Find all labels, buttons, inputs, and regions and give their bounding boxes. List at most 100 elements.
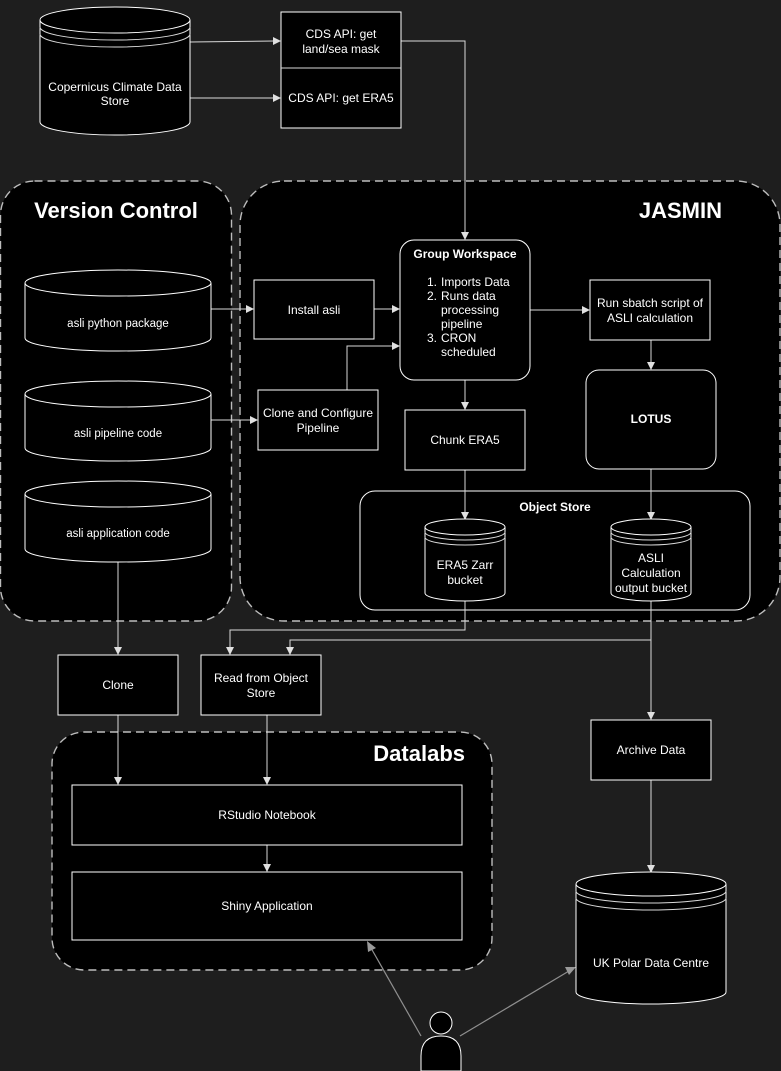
cylinder-ring <box>610 536 692 546</box>
edge-user-to-polar <box>459 970 570 1037</box>
clone-configure-label-1: Clone and Configure <box>263 406 373 420</box>
asli-output-label-3: output bucket <box>615 581 688 595</box>
lotus-container <box>585 369 717 470</box>
gw-item-1-number: 1. <box>427 275 437 289</box>
era5-zarr-label-2: bucket <box>447 573 483 587</box>
edge-output-to-read <box>289 600 652 648</box>
cylinder-body <box>24 394 212 462</box>
arrowhead <box>226 647 234 655</box>
cylinder-body <box>610 527 692 602</box>
clone-configure-box: Clone and Configure Pipeline <box>257 389 379 451</box>
clone-configure-label-2: Pipeline <box>297 421 340 435</box>
read-object-store-label-2: Store <box>247 686 276 700</box>
cylinder-ring <box>575 897 727 911</box>
read-object-store-container <box>200 654 322 716</box>
cylinder-top <box>24 380 212 408</box>
arrowhead <box>286 647 294 655</box>
arrowhead <box>647 362 655 370</box>
edge-clone-configure-to-workspace <box>346 345 393 390</box>
asli-output-label-1: ASLI <box>638 551 664 565</box>
cylinder-ring <box>424 536 506 546</box>
cylinder-body <box>575 884 727 1005</box>
archive-data-container <box>590 719 712 781</box>
copernicus-store: Copernicus Climate Data Store <box>39 6 191 136</box>
era5-zarr-bucket: ERA5 Zarr bucket <box>424 518 506 602</box>
cylinder-body <box>24 283 212 352</box>
rstudio-notebook-box: RStudio Notebook <box>71 784 463 846</box>
clone-label: Clone <box>102 678 134 692</box>
gw-item-2-line-3: pipeline <box>441 317 483 331</box>
read-object-store-box: Read from Object Store <box>200 654 322 716</box>
cds-mask-label-1: CDS API: get <box>306 27 377 41</box>
gw-item-2-number: 2. <box>427 289 437 303</box>
arrowhead <box>367 941 376 952</box>
sbatch-label-2: ASLI calculation <box>607 311 693 325</box>
asli-pipeline-code: asli pipeline code <box>24 380 212 462</box>
sbatch-container <box>589 279 711 341</box>
arrowhead <box>392 305 400 313</box>
user-icon <box>420 1011 462 1071</box>
uk-polar-data-centre: UK Polar Data Centre <box>575 871 727 1005</box>
gw-item-3-line-2: scheduled <box>441 345 496 359</box>
gw-item-2-line-2: processing <box>441 303 499 317</box>
cylinder-top <box>24 269 212 297</box>
cylinder-body <box>39 20 191 136</box>
jasmin-title: JASMIN <box>639 198 722 223</box>
edges <box>114 37 655 1037</box>
arrowhead <box>565 967 576 975</box>
cylinder-top <box>24 480 212 508</box>
chunk-era5-container <box>404 409 526 471</box>
cylinder-ring <box>39 26 191 41</box>
era5-zarr-label-1: ERA5 Zarr <box>437 558 494 572</box>
clone-box: Clone <box>57 654 179 716</box>
cylinder-top <box>610 518 692 536</box>
arrowhead <box>647 865 655 873</box>
cds-era5-label: CDS API: get ERA5 <box>288 91 394 105</box>
edge-cds-to-workspace <box>401 40 466 233</box>
edge-user-to-shiny <box>370 947 422 1037</box>
sbatch-box: Run sbatch script of ASLI calculation <box>589 279 711 341</box>
read-object-store-label-1: Read from Object <box>214 671 309 685</box>
lotus-label: LOTUS <box>631 412 672 426</box>
gw-item-1-line-1: Imports Data <box>441 275 510 289</box>
version-control-title: Version Control <box>34 198 198 223</box>
cylinder-ring <box>575 890 727 904</box>
arrowhead <box>647 512 655 520</box>
uk-polar-label: UK Polar Data Centre <box>593 956 709 970</box>
install-asli-box: Install asli <box>253 279 375 340</box>
rstudio-container <box>71 784 463 846</box>
asli-output-bucket: ASLI Calculation output bucket <box>610 518 692 602</box>
install-asli-label: Install asli <box>288 303 341 317</box>
shiny-label: Shiny Application <box>221 899 312 913</box>
sbatch-label-1: Run sbatch script of <box>597 296 704 310</box>
chunk-era5-box: Chunk ERA5 <box>404 409 526 471</box>
cds-api-box: CDS API: get land/sea mask CDS API: get … <box>280 11 402 129</box>
group-workspace-title: Group Workspace <box>413 247 516 261</box>
arrowhead <box>273 37 281 45</box>
copernicus-label-1: Copernicus Climate Data <box>48 80 182 94</box>
arrowhead <box>263 777 271 785</box>
shiny-application-box: Shiny Application <box>71 871 463 941</box>
cylinder-top <box>575 871 727 897</box>
arrowhead <box>392 342 400 350</box>
asli-python-label: asli python package <box>67 318 169 330</box>
gw-item-2-line-1: Runs data <box>441 289 496 303</box>
object-store-title: Object Store <box>519 500 591 514</box>
asli-output-label-2: Calculation <box>621 566 680 580</box>
edge-zarr-to-read <box>229 600 466 648</box>
arrowhead <box>114 777 122 785</box>
copernicus-label-2: Store <box>101 94 130 108</box>
cylinder-ring <box>424 531 506 541</box>
arrowhead <box>263 864 271 872</box>
asli-pipeline-label: asli pipeline code <box>74 428 162 440</box>
arrowhead <box>461 512 469 520</box>
datalabs-title: Datalabs <box>373 741 465 766</box>
asli-python-package: asli python package <box>24 269 212 352</box>
edge-copernicus-to-cds-mask <box>189 40 275 43</box>
arrowhead <box>250 416 258 424</box>
asli-application-code: asli application code <box>24 480 212 563</box>
asli-app-label: asli application code <box>66 528 170 540</box>
shiny-container <box>71 871 463 941</box>
user-body <box>420 1035 462 1071</box>
